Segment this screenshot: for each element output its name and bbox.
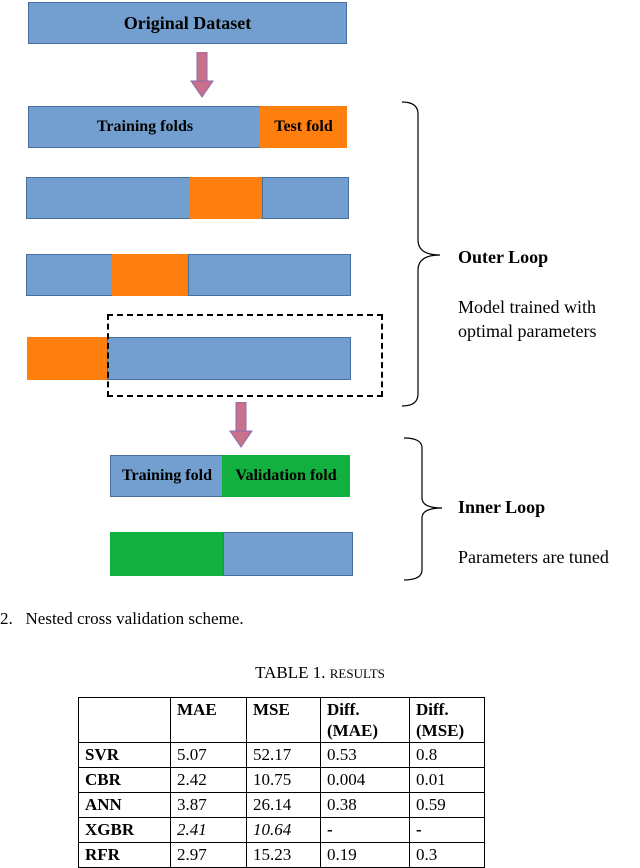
training-folds-segment: Training folds: [28, 106, 262, 148]
inner-loop-desc: Parameters are tuned: [458, 547, 609, 567]
cell-mae: 5.07: [170, 742, 247, 768]
outer-loop-brace: [401, 101, 441, 407]
cell-mse: 10.64: [246, 817, 321, 843]
outer-loop-desc-line1: Model trained with: [458, 297, 596, 317]
table-row: RFR 2.97 15.23 0.19 0.3: [78, 842, 485, 868]
header-cell-diff-mse: Diff. (MSE): [409, 697, 485, 743]
training-segment: [26, 254, 114, 296]
test-fold-segment: [190, 177, 262, 219]
cell-diff-mae: -: [320, 817, 410, 843]
figure-caption: 2. Nested cross validation scheme.: [0, 609, 244, 628]
row-model: ANN: [78, 792, 171, 818]
cell-diff-mae: 0.38: [320, 792, 410, 818]
cell-mse: 15.23: [246, 842, 321, 868]
training-folds-label: Training folds: [96, 118, 194, 135]
down-arrow-icon: [229, 402, 253, 448]
training-segment: [188, 254, 351, 296]
inner-loop-brace: [403, 437, 443, 581]
outer-loop-desc-line2: optimal parameters: [458, 321, 597, 341]
training-segment: [262, 177, 349, 219]
dashed-selection-box: [107, 314, 383, 397]
table-row: CBR 2.42 10.75 0.004 0.01: [78, 767, 485, 793]
training-fold-segment: Training fold: [110, 455, 224, 497]
outer-fold-bar-2: [26, 177, 349, 219]
original-dataset-bar: Original Dataset: [28, 2, 347, 44]
row-model: RFR: [78, 842, 171, 868]
cell-mae: 2.41: [170, 817, 247, 843]
validation-fold-segment: Validation fold: [222, 455, 350, 497]
table-row: XGBR 2.41 10.64 - -: [78, 817, 485, 843]
cell-mse: 26.14: [246, 792, 321, 818]
training-segment: [107, 337, 351, 380]
training-segment: [26, 177, 192, 219]
header-cell-mse: MSE: [246, 697, 321, 743]
table-caption: TABLE 1. RESULTS: [0, 663, 640, 683]
cell-diff-mae: 0.19: [320, 842, 410, 868]
outer-loop-title: Outer Loop: [458, 247, 549, 267]
inner-fold-bar-1: Training fold Validation fold: [110, 455, 350, 497]
header-cell-mae: MAE: [170, 697, 247, 743]
down-arrow-icon: [190, 52, 214, 98]
row-model: SVR: [78, 742, 171, 768]
table-row: ANN 3.87 26.14 0.38 0.59: [78, 792, 485, 818]
cell-diff-mae: 0.53: [320, 742, 410, 768]
table-caption-small: RESULTS: [329, 666, 385, 681]
cell-diff-mse: -: [409, 817, 485, 843]
header-cell-empty: [78, 697, 171, 743]
validation-fold-label: Validation fold: [235, 467, 337, 484]
cell-mae: 2.42: [170, 767, 247, 793]
row-model: XGBR: [78, 817, 171, 843]
cell-mae: 3.87: [170, 792, 247, 818]
training-fold-label: Training fold: [122, 467, 212, 484]
cell-diff-mse: 0.8: [409, 742, 485, 768]
test-fold-segment: [112, 254, 188, 296]
original-dataset-label: Original Dataset: [123, 12, 252, 33]
test-fold-segment: [27, 337, 107, 380]
cell-diff-mse: 0.3: [409, 842, 485, 868]
cell-diff-mse: 0.01: [409, 767, 485, 793]
table-caption-main: TABLE 1.: [255, 663, 326, 682]
cell-mse: 52.17: [246, 742, 321, 768]
results-table: MAE MSE Diff. (MAE) Diff. (MSE) SVR 5.07…: [78, 697, 485, 868]
row-model: CBR: [78, 767, 171, 793]
cell-mae: 2.97: [170, 842, 247, 868]
test-fold-segment: Test fold: [260, 106, 347, 148]
test-fold-label: Test fold: [274, 118, 333, 135]
inner-loop-title: Inner Loop: [458, 497, 546, 517]
outer-fold-bar-3: [26, 254, 351, 296]
cell-diff-mae: 0.004: [320, 767, 410, 793]
cell-diff-mse: 0.59: [409, 792, 485, 818]
table-row: SVR 5.07 52.17 0.53 0.8: [78, 742, 485, 768]
table-header-row: MAE MSE Diff. (MAE) Diff. (MSE): [78, 697, 485, 743]
outer-fold-bar-1: Training folds Test fold: [28, 106, 347, 148]
validation-fold-segment: [110, 532, 223, 576]
inner-fold-bar-2: [110, 532, 353, 576]
cell-mse: 10.75: [246, 767, 321, 793]
outer-fold-bar-4: [27, 337, 351, 380]
header-cell-diff-mae: Diff. (MAE): [320, 697, 410, 743]
training-fold-segment: [223, 532, 353, 576]
